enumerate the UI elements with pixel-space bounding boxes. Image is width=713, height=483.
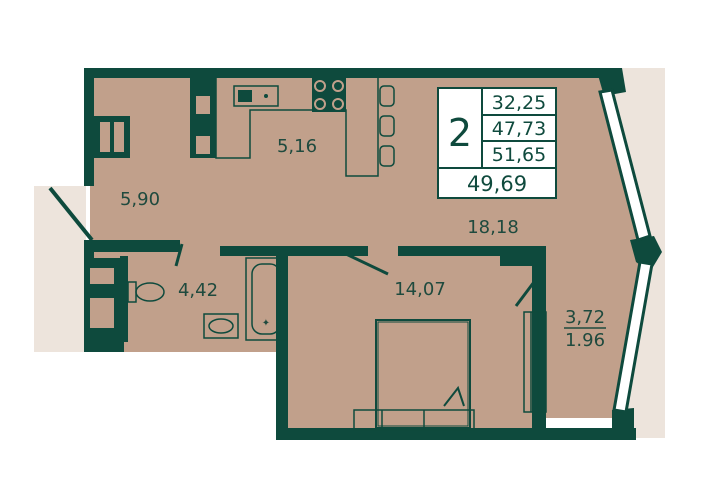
kitchen-counter [215,78,379,177]
room-label-balcony-area: 3,72 [565,307,605,328]
room-label-hall: 5,90 [120,189,160,210]
washbasin-icon [203,313,239,339]
outside-area-right [600,68,665,438]
area-living: 32,25 [492,92,546,114]
area-with-balcony: 51,65 [492,144,546,166]
cabinet-details [90,96,210,328]
room-label-living: 18,18 [467,217,519,238]
area-total-reduced: 49,69 [467,172,527,196]
apartment-info-box: 2 32,25 47,73 51,65 49,69 [437,87,557,199]
area-total: 47,73 [492,118,546,140]
stove-icon [312,78,346,112]
toilet-icon [127,281,165,303]
rooms-count: 2 [448,111,472,155]
room-label-bathroom: 4,42 [178,280,218,301]
radiator [523,311,547,413]
doors [174,243,536,307]
drain-icon: ✦ [262,318,270,329]
windows [48,88,654,414]
room-label-bedroom: 14,07 [394,279,446,300]
apartment-floor [90,76,650,432]
room-label-balcony-reduced: 1.96 [565,330,605,351]
bar-stools [379,85,395,167]
room-label-kitchen: 5,16 [277,136,317,157]
bathtub-icon [245,257,287,341]
nightstands [353,409,475,431]
outside-area-left [34,186,86,352]
sink-icon [233,85,279,107]
bed-icon [375,319,471,429]
